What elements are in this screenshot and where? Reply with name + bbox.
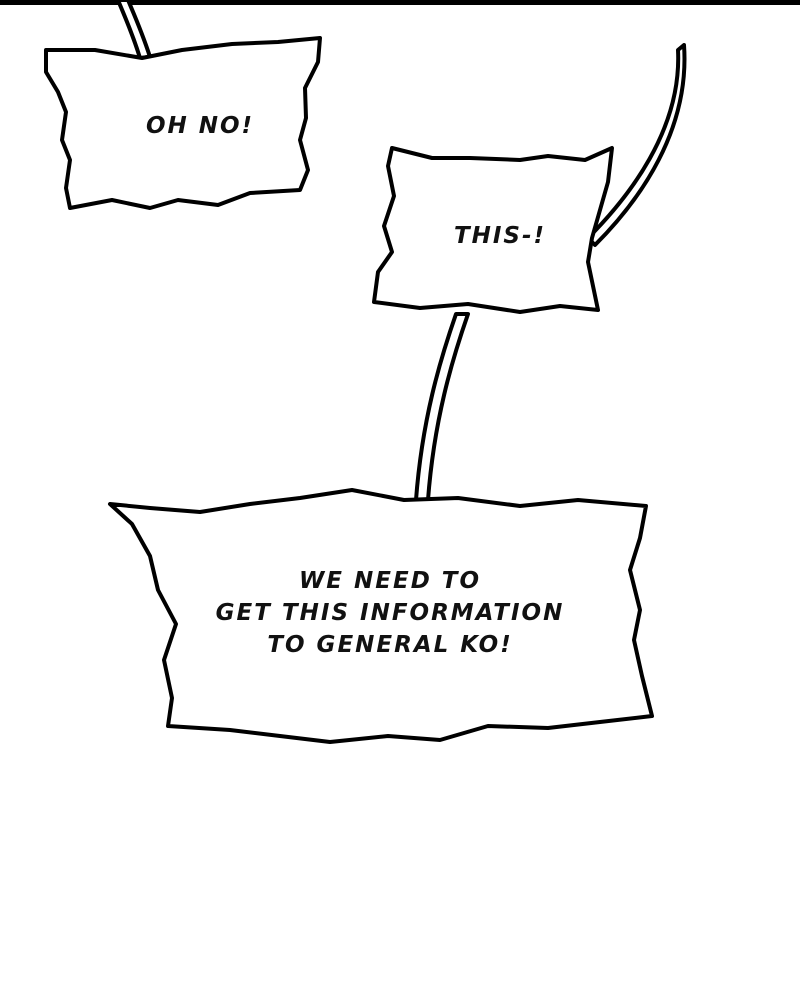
bubble-oh-no-tail xyxy=(116,0,152,60)
bubble-general-ko-text: WE NEED TO GET THIS INFORMATION TO GENER… xyxy=(180,565,600,661)
bubble-connector xyxy=(414,312,470,502)
bubble-general-ko-line-2: GET THIS INFORMATION xyxy=(215,600,565,626)
bubble-general-ko-line-1: WE NEED TO xyxy=(298,568,482,594)
bubble-this-tail-upper xyxy=(586,43,687,247)
bubble-oh-no-text: OH NO! xyxy=(145,113,255,139)
bubble-general-ko-line-3: TO GENERAL KO! xyxy=(267,632,513,658)
bubble-oh-no-outline xyxy=(44,36,322,210)
bubble-this-text: THIS-! xyxy=(453,223,547,249)
bubble-this-outline xyxy=(372,146,614,314)
bubble-general-ko-outline xyxy=(108,488,654,744)
panel-top-border xyxy=(0,0,800,5)
